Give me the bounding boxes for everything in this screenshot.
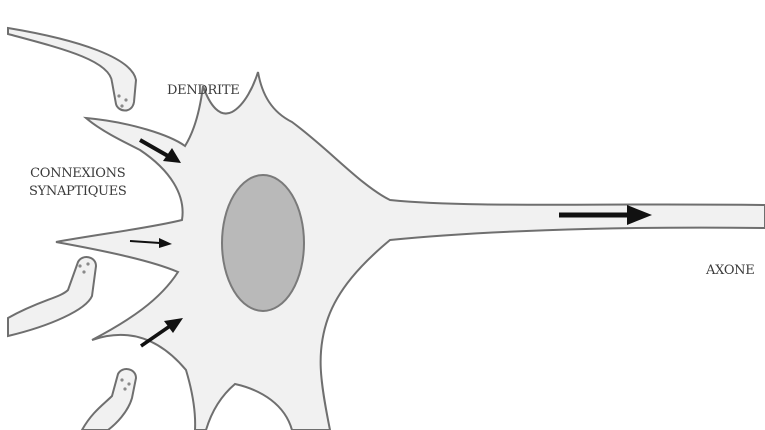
neuron-cell-body (56, 72, 765, 430)
dendrite-label: DENDRITE (167, 82, 239, 100)
nucleus (222, 175, 304, 311)
connexions-synaptiques-label: CONNEXIONS SYNAPTIQUES (29, 165, 127, 201)
axone-label: AXONE (706, 262, 754, 280)
presynaptic-fiber-middle (8, 257, 96, 336)
presynaptic-fiber-bottom (82, 369, 136, 430)
connexions-label-line1: CONNEXIONS (29, 165, 127, 183)
connexions-label-line2: SYNAPTIQUES (29, 183, 127, 201)
presynaptic-fiber-top (8, 28, 136, 111)
